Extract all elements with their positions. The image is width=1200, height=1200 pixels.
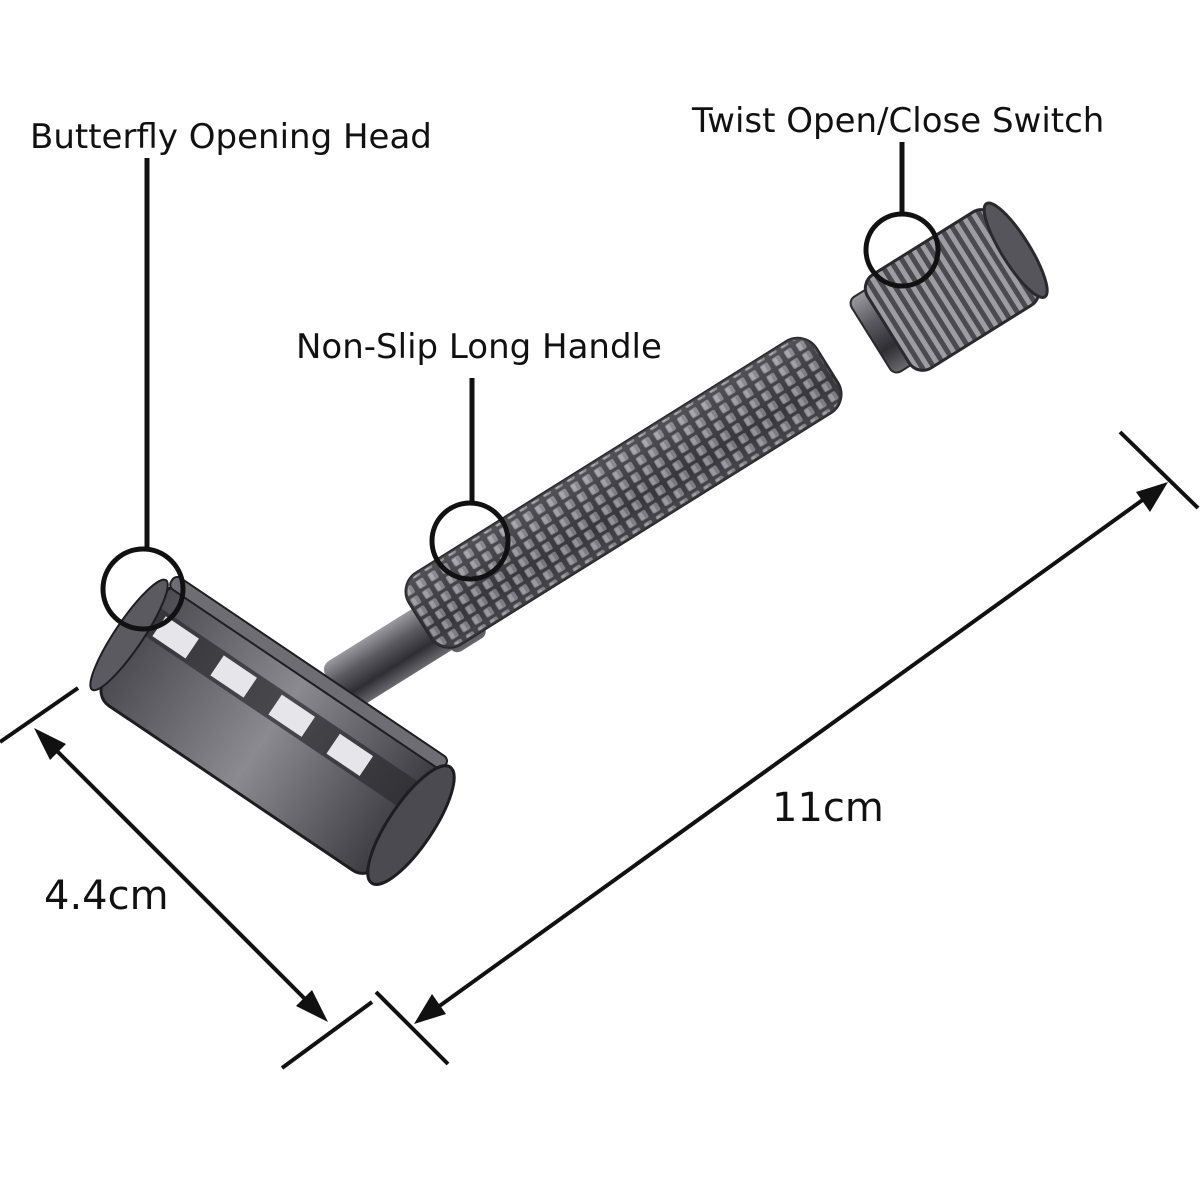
switch-callout-label: Twist Open/Close Switch (692, 101, 1105, 141)
width-arrow-line (38, 732, 324, 1018)
handle-callout-label: Non-Slip Long Handle (296, 327, 662, 367)
length-extension-line-bottom (374, 990, 450, 1066)
width-measurement-label: 4.4cm (44, 873, 169, 919)
razor-handle (404, 336, 843, 649)
length-arrowhead-bottom (414, 994, 446, 1024)
length-extension-line-top (1118, 430, 1200, 510)
razor-head (89, 576, 456, 886)
twist-knob (863, 201, 1049, 372)
width-extension-line-top (0, 686, 80, 744)
width-extension-line-bottom (280, 1000, 374, 1070)
length-arrow-line (418, 484, 1164, 1022)
switch-callout-circle (863, 211, 941, 289)
length-dimension (374, 430, 1200, 1066)
length-arrowhead-top (1136, 482, 1168, 512)
width-arrowhead-end (296, 990, 328, 1022)
callout-markers (100, 142, 941, 632)
handle-callout-circle (429, 500, 511, 582)
width-dimension (0, 686, 374, 1070)
head-callout-circle (100, 546, 186, 632)
razor-illustration (89, 201, 1049, 886)
head-callout-label: Butterfly Opening Head (30, 117, 432, 157)
length-measurement-label: 11cm (772, 785, 884, 831)
width-arrowhead-start (34, 728, 66, 760)
